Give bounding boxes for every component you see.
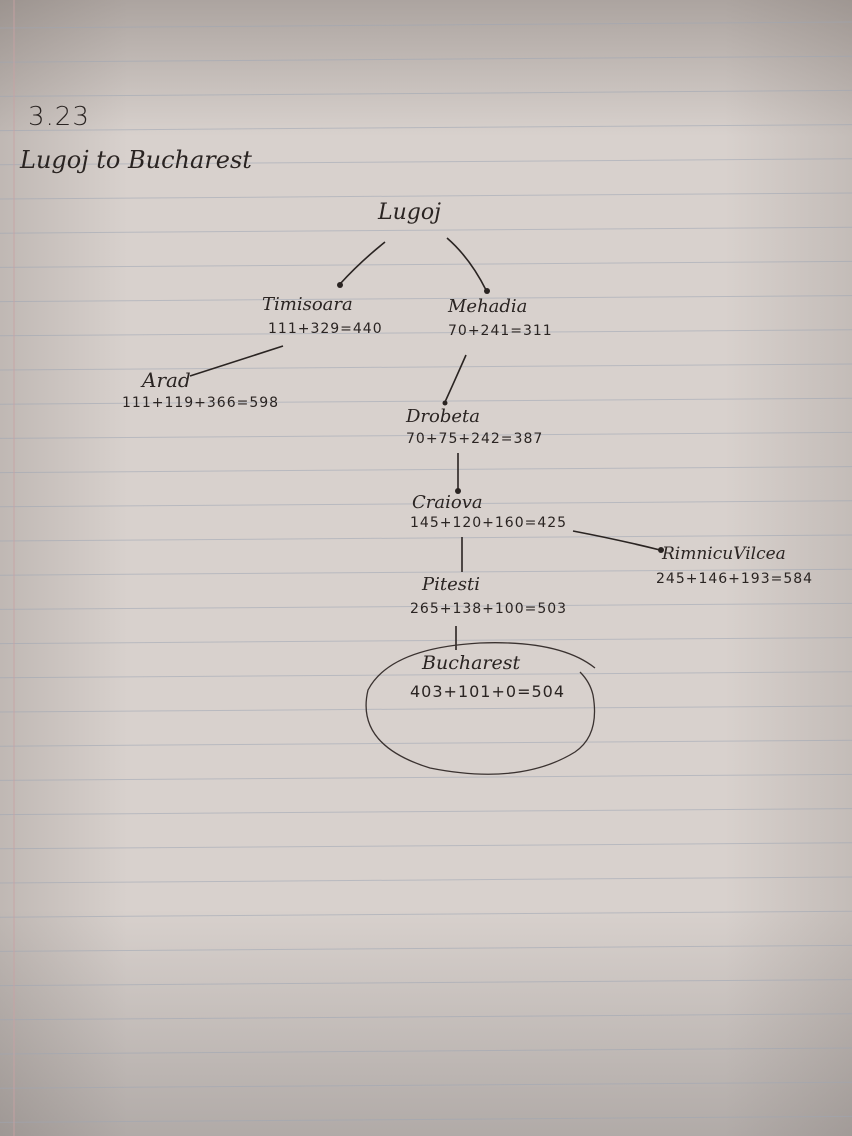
node-mehadia-cost: 70+241=311 — [448, 323, 553, 339]
rule-line — [0, 295, 852, 303]
node-bucharest-cost: 403+101+0=504 — [410, 682, 566, 701]
rule-line — [0, 910, 852, 918]
edge-dot — [442, 400, 448, 406]
rule-line — [0, 944, 852, 952]
rule-line — [0, 637, 852, 645]
rule-line — [0, 1013, 852, 1021]
node-drobeta-city: Drobeta — [406, 406, 481, 427]
rule-line — [0, 124, 852, 132]
rule-line — [0, 158, 852, 166]
node-rimnicu-cost: 245+146+193=584 — [656, 571, 814, 587]
exercise-title: Lugoj to Bucharest — [20, 146, 252, 174]
rule-line — [0, 226, 852, 234]
rule-line — [0, 842, 852, 850]
rule-line — [0, 1047, 852, 1055]
node-rimnicu-city: RimnicuVilcea — [662, 544, 786, 564]
node-craiova-cost: 145+120+160=425 — [410, 515, 568, 531]
goal-circle — [365, 642, 596, 775]
rule-line — [0, 21, 852, 29]
rule-line — [0, 397, 852, 405]
rule-line — [0, 739, 852, 747]
node-craiova-city: Craiova — [412, 492, 483, 513]
edge-lugoj-mehadia — [446, 237, 487, 291]
rule-line — [0, 602, 852, 610]
node-pitesti-city: Pitesti — [422, 574, 480, 595]
node-timisoara-cost: 111+329=440 — [268, 321, 383, 337]
edge-dot — [658, 547, 664, 553]
node-root-city: Lugoj — [378, 200, 441, 225]
node-mehadia-city: Mehadia — [448, 296, 528, 317]
rule-line — [0, 534, 852, 542]
edge-timisoara-arad — [189, 345, 284, 377]
rule-line — [0, 329, 852, 337]
node-arad-cost: 111+119+366=598 — [122, 395, 280, 411]
rule-line — [0, 363, 852, 371]
edge-dot — [337, 282, 343, 288]
rule-line — [0, 55, 852, 63]
rule-line — [0, 876, 852, 884]
node-drobeta-cost: 70+75+242=387 — [406, 431, 544, 447]
node-bucharest-city: Bucharest — [422, 652, 521, 674]
rule-line — [0, 808, 852, 816]
rule-line — [0, 773, 852, 781]
rule-line — [0, 500, 852, 508]
rule-line — [0, 431, 852, 439]
node-pitesti-cost: 265+138+100=503 — [410, 601, 568, 617]
edge-dot — [455, 488, 461, 494]
rule-line — [0, 1081, 852, 1089]
rule-line — [0, 192, 852, 200]
rule-line — [0, 260, 852, 268]
rule-line — [0, 671, 852, 679]
rule-line — [0, 466, 852, 474]
rule-line — [0, 89, 852, 97]
rule-line — [0, 568, 852, 576]
rule-line — [0, 1115, 852, 1123]
node-timisoara-city: Timisoara — [262, 294, 353, 315]
edge-dot — [484, 288, 490, 294]
edge-mehadia-drobeta — [444, 354, 467, 403]
rule-line — [0, 979, 852, 987]
edge-lugoj-timisoara — [339, 241, 386, 285]
rule-line — [0, 705, 852, 713]
exercise-number: 3.23 — [28, 102, 90, 132]
node-arad-city: Arad — [142, 368, 191, 392]
edge-craiova-rimnicu — [572, 530, 661, 551]
